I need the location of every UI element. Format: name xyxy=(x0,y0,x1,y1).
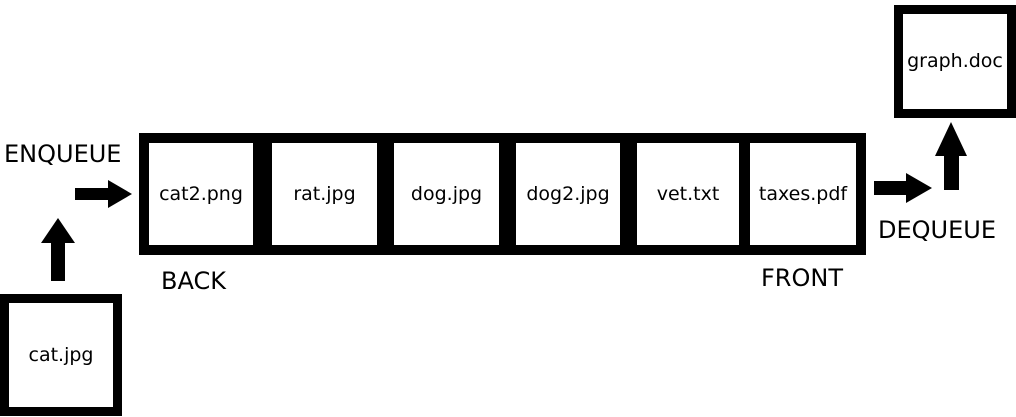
queue-item-label: cat2.png xyxy=(159,182,243,205)
queue-item-label: vet.txt xyxy=(656,182,720,205)
queue-slot: dog.jpg xyxy=(394,143,499,245)
dequeue-right-arrow-icon xyxy=(874,173,932,203)
queue-item-label: rat.jpg xyxy=(293,182,356,205)
queue-slot: taxes.pdf xyxy=(750,143,856,245)
back-label: BACK xyxy=(161,267,226,295)
enqueue-label: ENQUEUE xyxy=(4,140,122,168)
front-label: FRONT xyxy=(761,264,843,292)
queue-item-label: dog.jpg xyxy=(410,182,483,205)
dequeued-item-label: graph.doc xyxy=(907,50,1003,72)
queue-slot: dog2.jpg xyxy=(516,143,620,245)
enqueue-right-arrow-icon xyxy=(75,180,132,208)
queue-slot: cat2.png xyxy=(149,143,253,245)
queue-item-label: taxes.pdf xyxy=(758,182,848,205)
enqueue-up-arrow-icon xyxy=(41,218,75,281)
incoming-item-label: cat.jpg xyxy=(28,343,94,366)
dequeue-label: DEQUEUE xyxy=(878,216,996,244)
queue-slot: vet.txt xyxy=(637,143,739,245)
queue-item-label: dog2.jpg xyxy=(526,182,610,205)
dequeue-up-arrow-icon xyxy=(935,122,967,190)
queue-slot: rat.jpg xyxy=(272,143,377,245)
dequeued-item-box: graph.doc xyxy=(894,5,1016,118)
queue-container xyxy=(139,133,866,255)
incoming-item-box: cat.jpg xyxy=(0,294,122,416)
